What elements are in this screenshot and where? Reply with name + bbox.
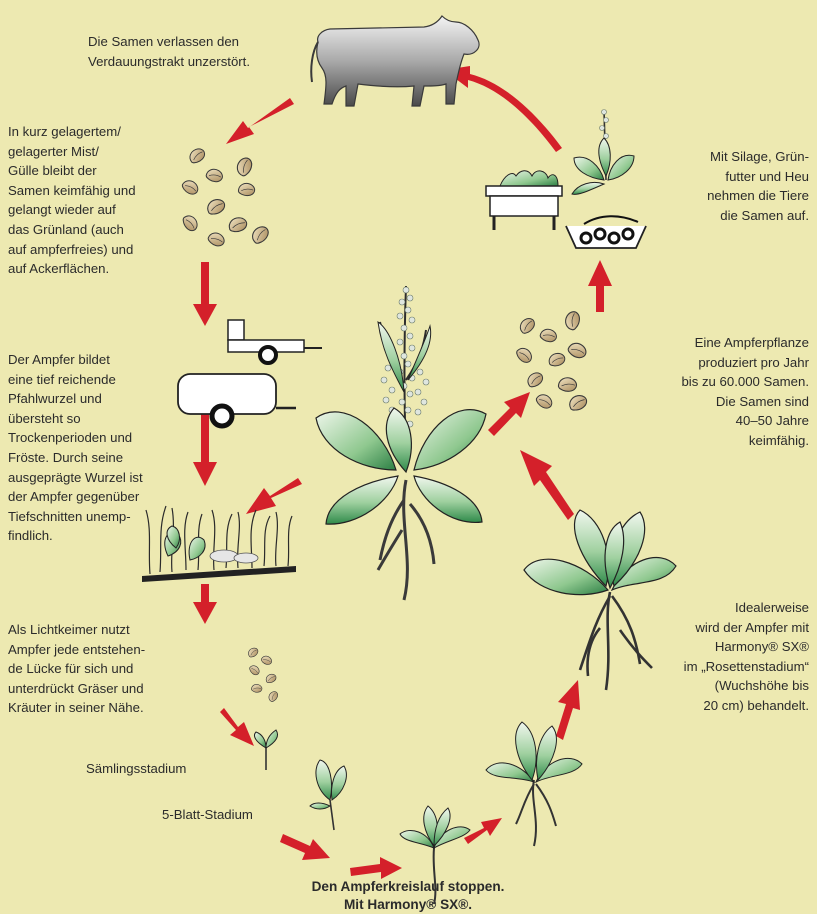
rosette-icon <box>524 510 676 690</box>
feeding-rack-icon <box>486 171 562 230</box>
trailer-icon <box>228 320 322 363</box>
arrow-feed-to-cow <box>444 66 562 152</box>
arrow-plant-to-grass <box>246 478 302 514</box>
feed-plant-icon <box>572 110 634 195</box>
seed-cluster-icon <box>180 146 271 248</box>
hay-bale-icon <box>566 216 646 248</box>
arrow-plant-to-seeds <box>488 392 530 436</box>
arrow-fiveleaf-to-small-rosette <box>350 857 402 879</box>
small-rosette-icon <box>400 806 470 904</box>
arrow-medium-to-big-rosette <box>556 680 580 740</box>
medium-rosette-icon <box>486 722 582 846</box>
arrow-tank-to-grass-head <box>193 462 217 486</box>
small-seed-cluster-icon <box>247 646 280 702</box>
arrow-seeds-to-trailer-shaft <box>201 262 209 308</box>
tank-trailer-icon <box>178 374 296 426</box>
arrow-cow-to-seeds <box>226 98 294 144</box>
arrow-rosette-to-plant <box>520 450 574 520</box>
cow-icon <box>311 16 479 106</box>
arrow-grass-to-seedlings-head <box>193 602 217 624</box>
arrow-tank-to-grass-shaft <box>201 408 209 466</box>
arrow-saemling-to-fiveleaf <box>280 834 330 860</box>
seedling-icon <box>254 730 277 770</box>
arrow-seeds-to-bales-head <box>588 260 612 286</box>
dock-plant-icon <box>316 286 486 600</box>
arrow-seeds-to-bales-shaft <box>596 282 604 312</box>
arrow-seedlings-to-saemling <box>220 708 254 746</box>
five-leaf-plant-icon <box>310 760 346 830</box>
grass-field-icon <box>142 506 296 582</box>
arrow-seeds-to-trailer-head <box>193 304 217 326</box>
